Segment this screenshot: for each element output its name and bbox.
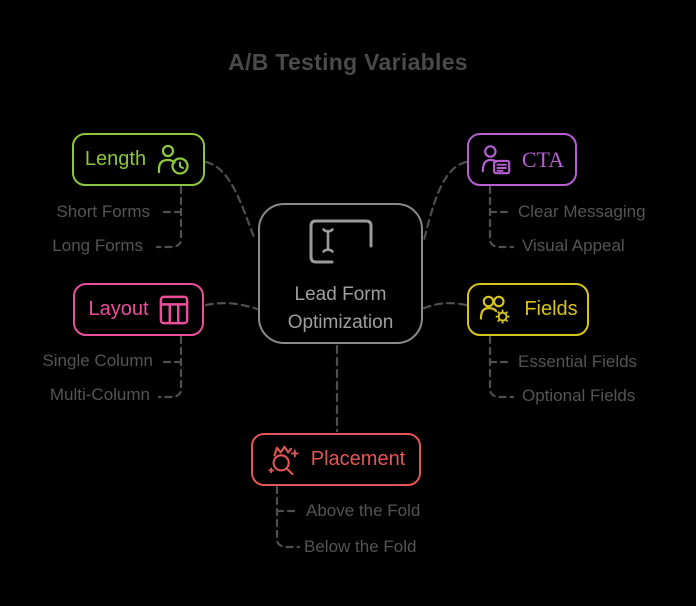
child-label-long-forms: Long Forms bbox=[52, 236, 143, 255]
connector-fields-children bbox=[488, 335, 515, 399]
branch-label-placement: Placement bbox=[310, 448, 406, 470]
users-gear-icon bbox=[480, 295, 510, 324]
branch-node-length: Length bbox=[72, 133, 205, 186]
branch-node-placement: Placement bbox=[251, 433, 421, 486]
connector-placement-children bbox=[275, 485, 301, 549]
child-label-short-forms: Short Forms bbox=[56, 202, 150, 221]
search-sparkles-icon bbox=[268, 445, 299, 475]
connector-cta-children bbox=[488, 185, 515, 249]
child-label-clear-messaging: Clear Messaging bbox=[518, 202, 646, 221]
center-label-line2: Optimization bbox=[287, 312, 394, 333]
connector-fields-center bbox=[420, 302, 468, 311]
branch-label-layout: Layout bbox=[88, 298, 149, 320]
child-label-multi-column: Multi-Column bbox=[49, 385, 150, 404]
branch-label-cta: CTA bbox=[521, 146, 565, 172]
connector-length-children bbox=[155, 185, 183, 249]
user-clock-icon bbox=[157, 144, 189, 175]
branch-label-length: Length bbox=[84, 148, 147, 170]
connector-length-center bbox=[204, 160, 257, 242]
center-node-label: Lead Form Optimization bbox=[288, 281, 394, 337]
child-label-visual-appeal: Visual Appeal bbox=[522, 236, 625, 255]
diagram-title: A/B Testing Variables bbox=[228, 49, 468, 75]
child-label-single-column: Single Column bbox=[42, 351, 153, 370]
branch-label-fields: Fields bbox=[524, 298, 578, 320]
connector-layout-center bbox=[204, 302, 259, 311]
connector-layout-children bbox=[157, 335, 183, 399]
connector-cta-center bbox=[422, 160, 468, 242]
branch-node-layout: Layout bbox=[73, 283, 204, 336]
branch-node-fields: Fields bbox=[467, 283, 589, 336]
center-label-line1: Lead Form bbox=[294, 284, 387, 305]
child-label-optional-fields: Optional Fields bbox=[522, 386, 636, 405]
branch-node-cta: CTA bbox=[467, 133, 577, 186]
child-label-below-the-fold: Below the Fold bbox=[304, 537, 417, 556]
child-label-essential-fields: Essential Fields bbox=[518, 352, 638, 371]
center-node-lead-form-optimization: Lead Form Optimization bbox=[258, 203, 423, 344]
table-columns-icon bbox=[159, 295, 188, 324]
child-label-above-the-fold: Above the Fold bbox=[306, 501, 421, 520]
user-note-icon bbox=[481, 144, 511, 174]
text-input-icon bbox=[309, 219, 372, 264]
